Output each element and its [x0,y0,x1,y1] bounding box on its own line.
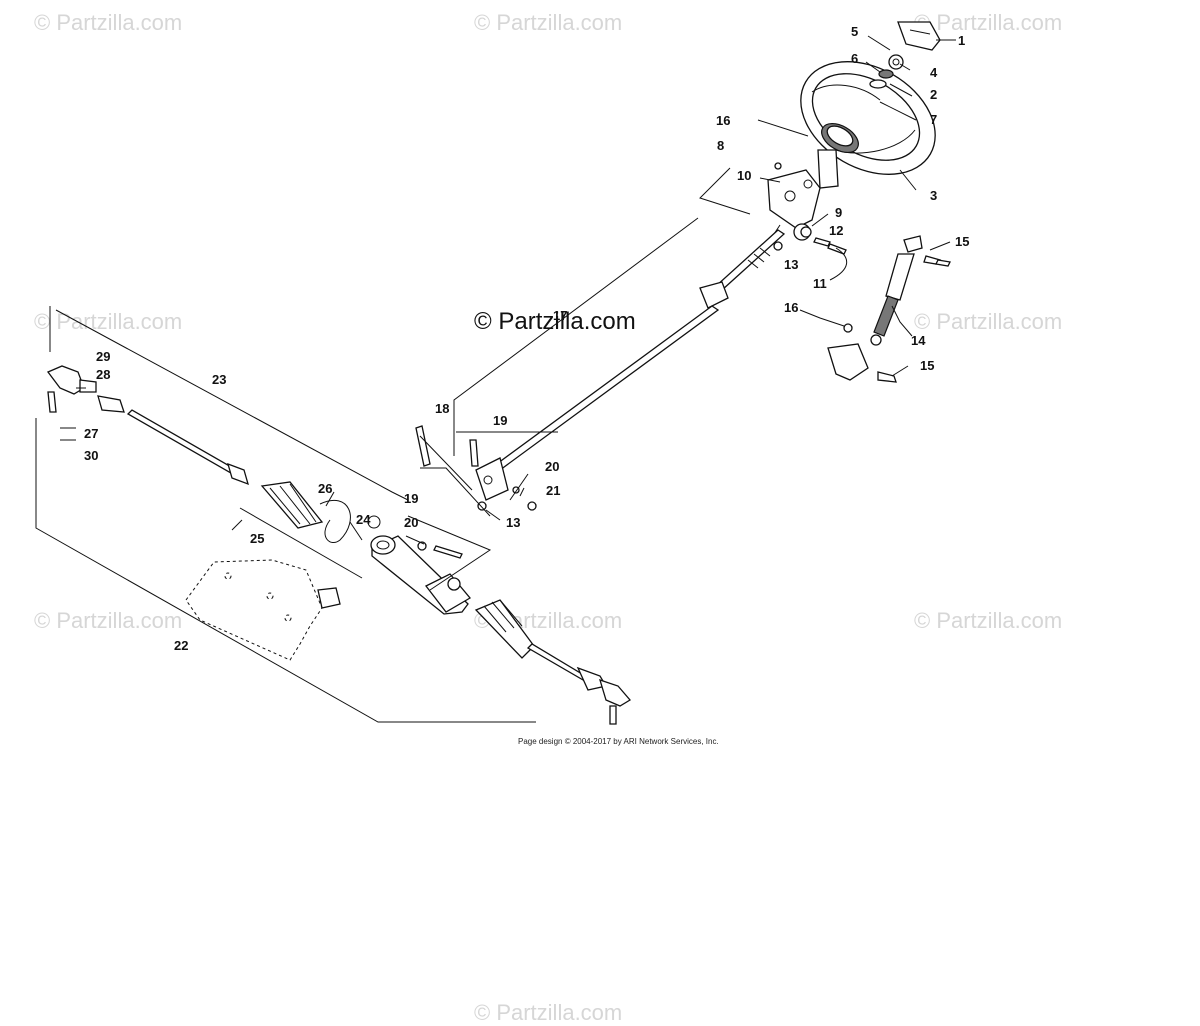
watermark-text: © Partzilla.com [34,309,183,334]
watermark: © Partzilla.com [914,608,1062,634]
callout-4: 4 [930,65,938,80]
watermark: © Partzilla.com [474,1000,622,1026]
watermark-text: © Partzilla.com [474,1000,623,1025]
callout-15: 15 [920,358,934,373]
callout-19: 19 [493,413,507,428]
watermark-text: © Partzilla.com [914,608,1063,633]
callout-7: 7 [930,112,937,127]
callout-9: 9 [835,205,842,220]
callout-21: 21 [546,483,560,498]
callout-29: 29 [96,349,110,364]
callout-15: 15 [955,234,969,249]
watermark: © Partzilla.com [34,10,182,36]
watermark: © Partzilla.com [914,309,1062,335]
steering-cap [869,21,941,89]
callout-17: 17 [553,308,567,323]
callout-box-8 [699,119,809,215]
callout-10: 10 [737,168,751,183]
watermark-text: © Partzilla.com [914,10,1063,35]
callout-11: 11 [813,276,827,291]
watermark: © Partzilla.com [914,10,1062,36]
mount-plate [185,559,323,661]
callout-27: 27 [84,426,98,441]
lower-bolts [415,425,537,511]
callout-24: 24 [356,512,371,527]
callout-13: 13 [784,257,798,272]
callout-3: 3 [930,188,937,203]
callout-8: 8 [717,138,724,153]
callout-2: 2 [930,87,937,102]
callout-30: 30 [84,448,98,463]
callout-5: 5 [851,24,858,39]
steering-rack [370,535,631,725]
callout-16: 16 [716,113,730,128]
watermark: © Partzilla.com [34,309,182,335]
callout-19: 19 [404,491,418,506]
footer-copyright: Page design © 2004-2017 by ARI Network S… [518,737,719,746]
callout-6: 6 [851,51,858,66]
center-watermark: © Partzilla.com [474,308,636,335]
callout-23: 23 [212,372,226,387]
callout-14: 14 [911,333,926,348]
steering-column [767,149,839,241]
callout-12: 12 [829,223,843,238]
callout-22: 22 [174,638,188,653]
watermark-text: © Partzilla.com [914,309,1063,334]
callout-20: 20 [404,515,418,530]
watermark: © Partzilla.com [474,10,622,36]
watermark-text: © Partzilla.com [474,10,623,35]
diagram-drawing: 1 2 3 4 5 6 7 8 9 10 11 12 13 13 14 15 1… [35,21,969,725]
callout-13: 13 [506,515,520,530]
callout-1: 1 [958,33,965,48]
callout-26: 26 [318,481,332,496]
callout-18: 18 [435,401,449,416]
callout-20: 20 [545,459,559,474]
callout-28: 28 [96,367,110,382]
parts-diagram: © Partzilla.com © Partzilla.com © Partzi… [34,10,1062,1025]
leader-lines [35,35,956,723]
callout-16: 16 [784,300,798,315]
callout-25: 25 [250,531,264,546]
watermark: © Partzilla.com [34,608,182,634]
watermark-text: © Partzilla.com [34,608,183,633]
watermark-text: © Partzilla.com [34,10,183,35]
steering-shaft [475,229,786,501]
left-boot [260,481,381,609]
